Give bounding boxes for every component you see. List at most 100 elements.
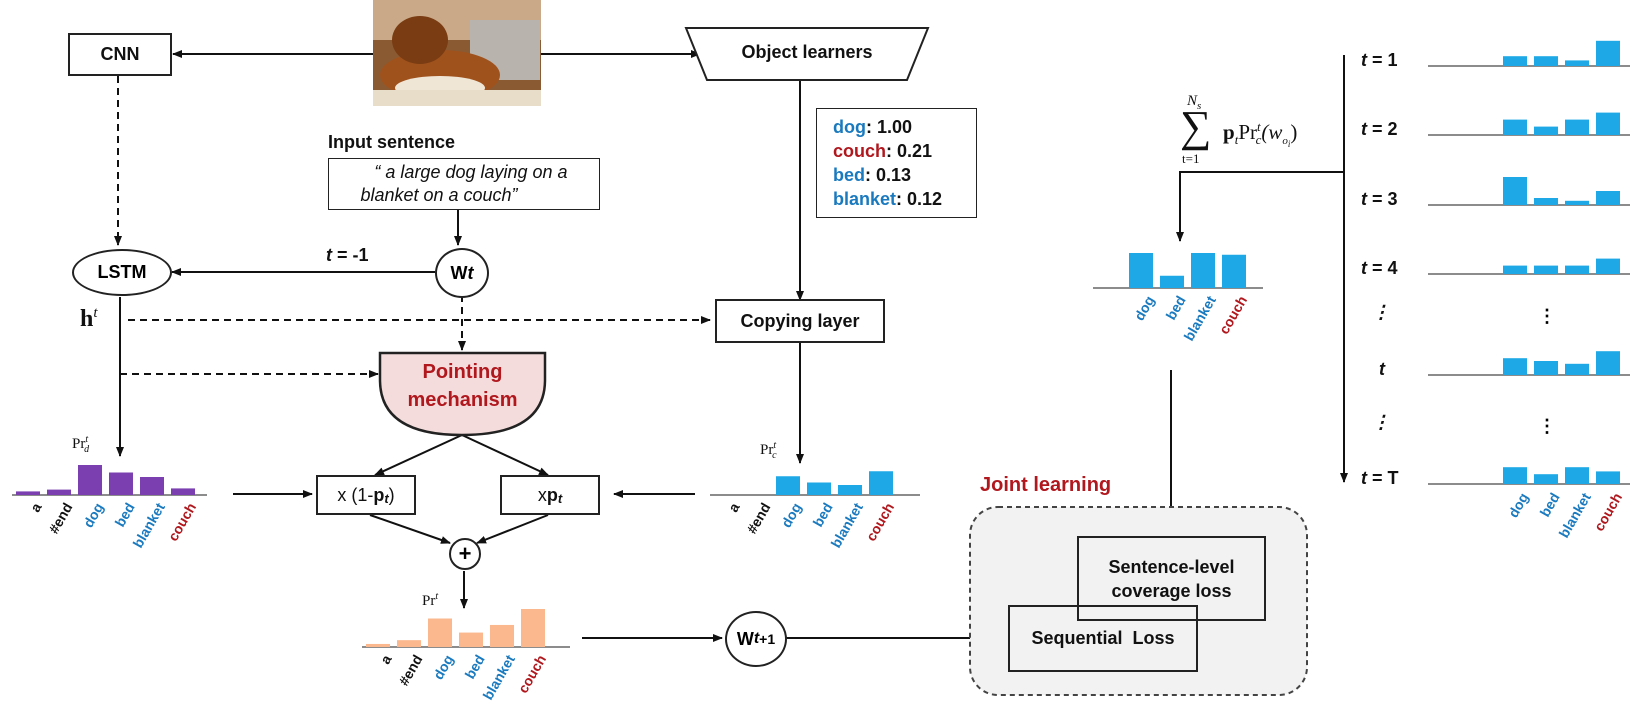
pointing-mechanism-label: Pointing mechanism: [380, 358, 545, 414]
timestep-bar-dog: [1503, 358, 1527, 375]
ht-sup: t: [93, 305, 98, 321]
object-score-value: : 0.21: [886, 141, 933, 161]
bar-end: [397, 640, 421, 647]
wt1-sub: t: [753, 630, 760, 647]
sum-upper: Ns: [1187, 93, 1202, 112]
timestep-bar-bed: [1534, 56, 1558, 66]
t-minus-one-t: t: [326, 245, 332, 265]
timestep-label: t = T: [1361, 468, 1399, 488]
ht-bold: h: [80, 306, 94, 332]
timestep-bar-couch: [1596, 351, 1620, 375]
pointing-line2: mechanism: [407, 389, 518, 411]
timestep-bar-dog: [1503, 119, 1527, 135]
pointing-to-right-mult-arrow: [461, 434, 549, 476]
joint-learning-region: [969, 506, 1308, 696]
bar-blanket: [490, 624, 514, 647]
timestep-bar-blanket: [1565, 265, 1589, 274]
timestep-ellipsis-bars: ⋮: [1538, 416, 1556, 436]
coverage-line2: coverage loss: [1111, 580, 1232, 601]
mult-right-b: p: [546, 484, 558, 505]
copying-layer-box: Copying layer: [715, 299, 885, 343]
pointing-line1: Pointing: [422, 361, 503, 383]
bar-end: [47, 489, 71, 495]
object-score-value: : 0.13: [865, 165, 912, 185]
mult-right-c: t: [557, 491, 563, 507]
object-score-name: couch: [833, 141, 887, 161]
bar-a: [366, 643, 390, 647]
timestep-bar-blanket: [1565, 467, 1589, 484]
bar-bed: [109, 472, 133, 495]
bar-a: [16, 491, 40, 495]
mult-left-b: p: [373, 484, 385, 505]
bar-dog: [78, 465, 102, 495]
timestep-bar-bed: [1534, 474, 1558, 484]
input-sentence-line2: blanket on a couch”: [360, 185, 518, 205]
bar-dog: [1129, 253, 1153, 288]
bar-bed: [459, 632, 483, 647]
wt-sub: t: [467, 262, 474, 283]
object-score-blanket: blanket: 0.12: [833, 187, 942, 211]
timestep-bar-bed: [1534, 361, 1558, 375]
sequential-loss-box: Sequential Loss: [1008, 605, 1198, 672]
prd-label: Prtd: [72, 434, 90, 455]
mult-left-d: ): [388, 484, 395, 505]
object-score-name: dog: [833, 117, 866, 137]
timestep-bar-dog: [1503, 177, 1527, 205]
timestep-bar-couch: [1596, 191, 1620, 205]
left-mult-to-plus-arrow: [369, 514, 451, 544]
input-sentence-title: Input sentence: [328, 132, 456, 152]
wt1-main: W: [736, 628, 754, 649]
timestep-bar-bed: [1534, 126, 1558, 135]
sum-lower: t=1: [1182, 151, 1200, 166]
timestep-label: ⋮: [1372, 302, 1390, 322]
coverage-loss-box: Sentence-level coverage loss: [1077, 536, 1266, 621]
input-sentence-box: “ a large dog laying on a blanket on a c…: [328, 158, 600, 210]
cnn-box: CNN: [68, 33, 172, 76]
object-learners-label: Object learners: [741, 42, 873, 62]
object-score-name: blanket: [833, 189, 897, 209]
prc-label: Prtc: [760, 440, 777, 461]
pointing-mechanism-shape: [378, 351, 547, 437]
timestep-bar-bed: [1534, 265, 1558, 274]
mult-left-c: t: [384, 491, 389, 507]
bar-blanket: [140, 477, 164, 495]
pointing-to-left-mult-arrow: [374, 434, 463, 476]
bar-dog: [428, 618, 452, 647]
timestep-bar-couch: [1596, 258, 1620, 274]
right-mult-to-plus-arrow: [476, 514, 549, 544]
sum-body: ptPrtc(woi): [1223, 119, 1298, 150]
timestep-bar-couch: [1596, 471, 1620, 484]
bar-couch: [869, 471, 893, 495]
dog-photo: [373, 0, 541, 106]
coverage-line1: Sentence-level: [1108, 556, 1235, 577]
bar-couch: [171, 488, 195, 495]
t-minus-one-label: t = -1: [326, 245, 369, 266]
sum-to-chart-arrow: [1176, 171, 1344, 242]
timestep-bar-blanket: [1565, 363, 1589, 375]
timestep-bar-dog: [1503, 56, 1527, 66]
bar-blanket: [1191, 253, 1215, 288]
timestep-label: t = 2: [1361, 119, 1398, 139]
ht-label: ht: [80, 305, 98, 333]
timestep-bar-bed: [1534, 198, 1558, 205]
wt1-tail: +1: [759, 631, 776, 647]
timestep-bar-blanket: [1565, 60, 1589, 66]
bar-dog: [776, 476, 800, 495]
bar-blanket: [838, 485, 862, 495]
object-score-dog: dog: 1.00: [833, 115, 912, 139]
timestep-label: t = 1: [1361, 50, 1398, 70]
lstm-node: LSTM: [72, 249, 172, 296]
timestep-label: t: [1379, 359, 1385, 379]
timestep-bar-couch: [1596, 112, 1620, 135]
mult-right-a: x: [537, 484, 547, 505]
bar-bed: [1160, 275, 1184, 288]
timestep-bar-dog: [1503, 467, 1527, 484]
timestep-bar-dog: [1503, 265, 1527, 274]
